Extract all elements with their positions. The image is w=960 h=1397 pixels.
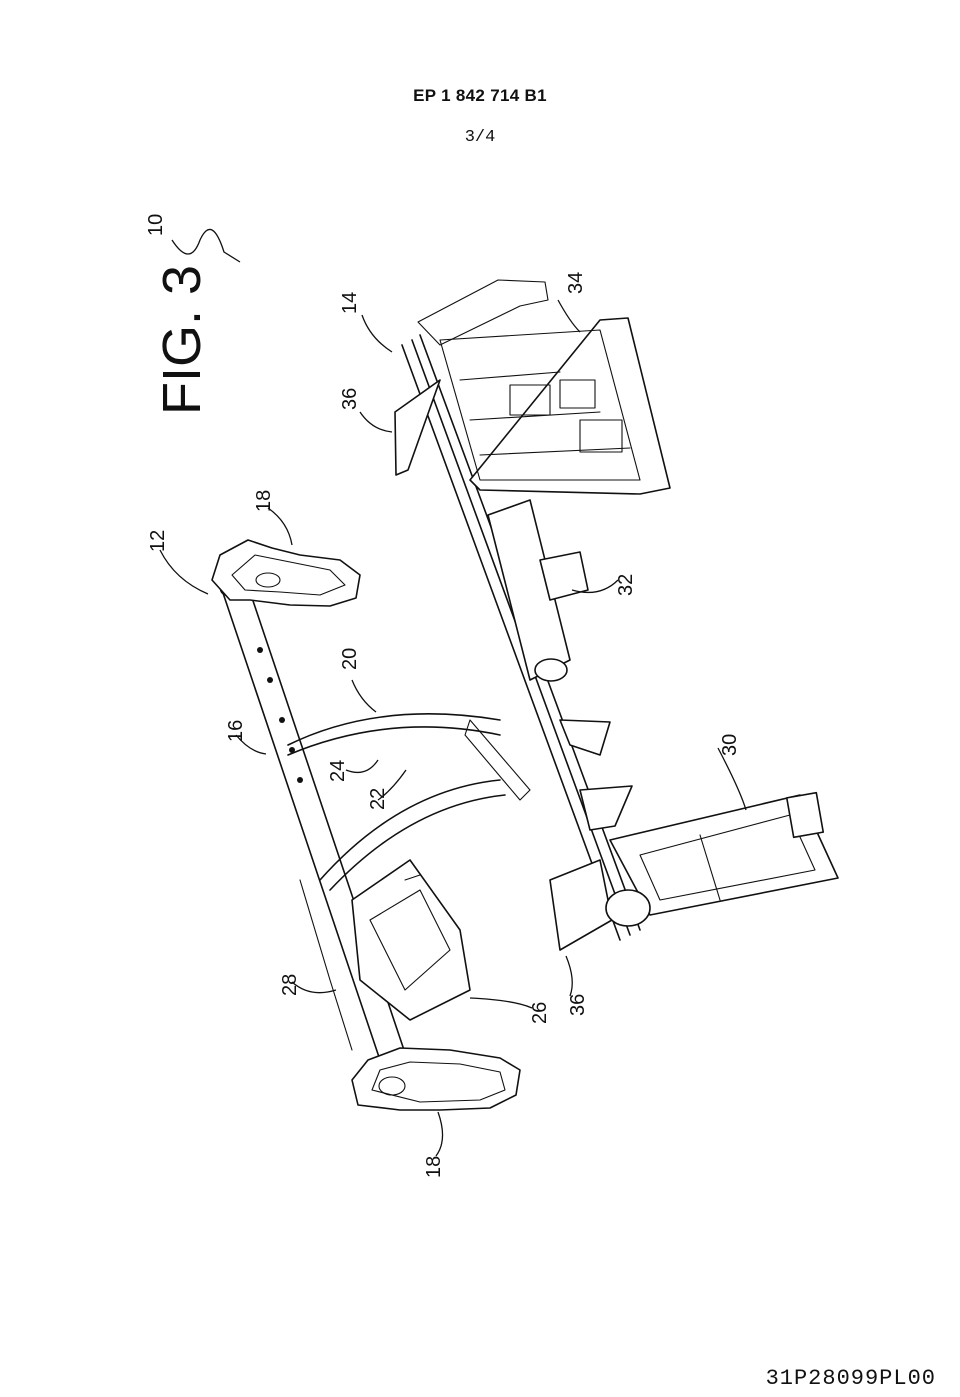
numeral-24: 24 [327, 760, 349, 782]
numeral-28: 28 [279, 974, 301, 996]
side-support [605, 791, 839, 927]
end-bracket-bottom [351, 1047, 521, 1111]
numeral-30: 30 [719, 734, 741, 756]
numeral-18-bottom: 18 [423, 1156, 445, 1178]
numeral-18-top: 18 [253, 490, 275, 512]
leader-lines [159, 228, 747, 1157]
document-code: 31P28099PL00 [765, 1366, 936, 1391]
numeral-34: 34 [565, 272, 587, 294]
numeral-36-top: 36 [339, 388, 361, 410]
reference-numerals: 10 12 14 16 18 18 20 22 24 26 28 30 32 3… [145, 214, 741, 1178]
end-bracket-top [211, 539, 361, 607]
frame-box [439, 317, 671, 495]
sheet-number: 3/4 [464, 128, 496, 147]
numeral-16: 16 [225, 720, 247, 742]
numeral-10: 10 [145, 214, 167, 236]
numeral-32: 32 [615, 574, 637, 596]
numeral-12: 12 [147, 530, 169, 552]
numeral-22: 22 [367, 788, 389, 810]
numeral-20: 20 [339, 648, 361, 670]
publication-number: EP 1 842 714 B1 [413, 86, 547, 105]
column-mount [487, 499, 589, 682]
arch-brackets [287, 713, 633, 891]
lower-bracket [351, 859, 471, 1021]
numeral-36-bottom: 36 [567, 994, 589, 1016]
numeral-14: 14 [339, 292, 361, 314]
figure-title: FIG. 3 [152, 265, 212, 415]
numeral-26: 26 [529, 1002, 551, 1024]
